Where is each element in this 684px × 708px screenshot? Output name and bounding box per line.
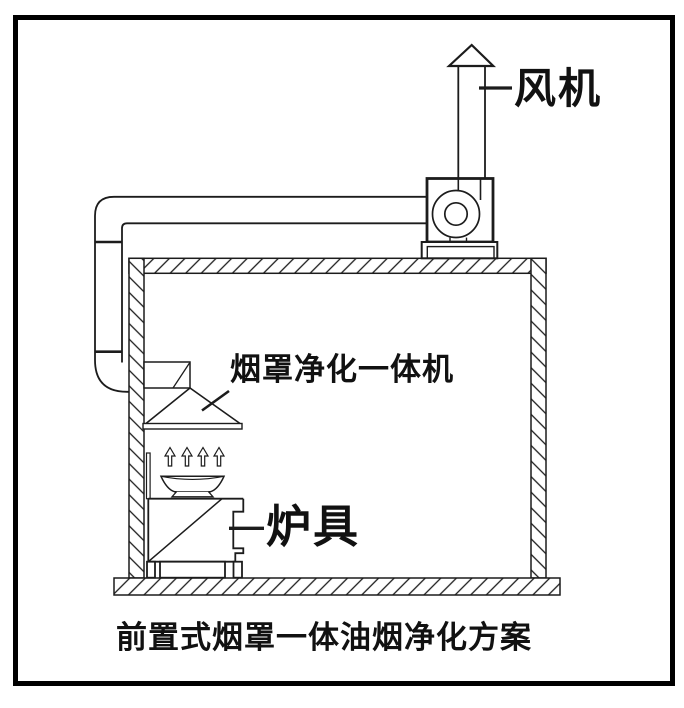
duct <box>94 195 428 393</box>
smoke-arrows-icon <box>163 446 226 467</box>
fan-base <box>420 241 499 260</box>
hood-unit-label: 烟罩净化一体机 <box>230 352 454 387</box>
room-top-wall <box>128 257 547 275</box>
exhaust-stack <box>446 43 497 179</box>
stove-backsplash <box>145 452 151 500</box>
room-left-wall <box>128 257 145 579</box>
figure-caption: 前置式烟罩一体油烟净化方案 <box>116 620 532 655</box>
hood-unit-icon <box>142 361 243 430</box>
stove-foot-left <box>146 560 156 579</box>
fan-label: 风机 <box>514 65 603 112</box>
room-structure <box>113 257 561 596</box>
room-right-wall <box>530 257 547 579</box>
floor <box>113 577 561 596</box>
fan-unit-icon <box>420 177 499 260</box>
stove-foot-right <box>232 560 243 579</box>
exhaust-arrow-icon <box>446 43 497 68</box>
hood-label-leader <box>201 389 230 412</box>
wok-icon <box>159 475 226 498</box>
stove-label: 炉具 <box>266 501 361 552</box>
figure-border <box>13 15 675 686</box>
stove <box>145 452 245 579</box>
stove-plinth <box>159 560 226 579</box>
